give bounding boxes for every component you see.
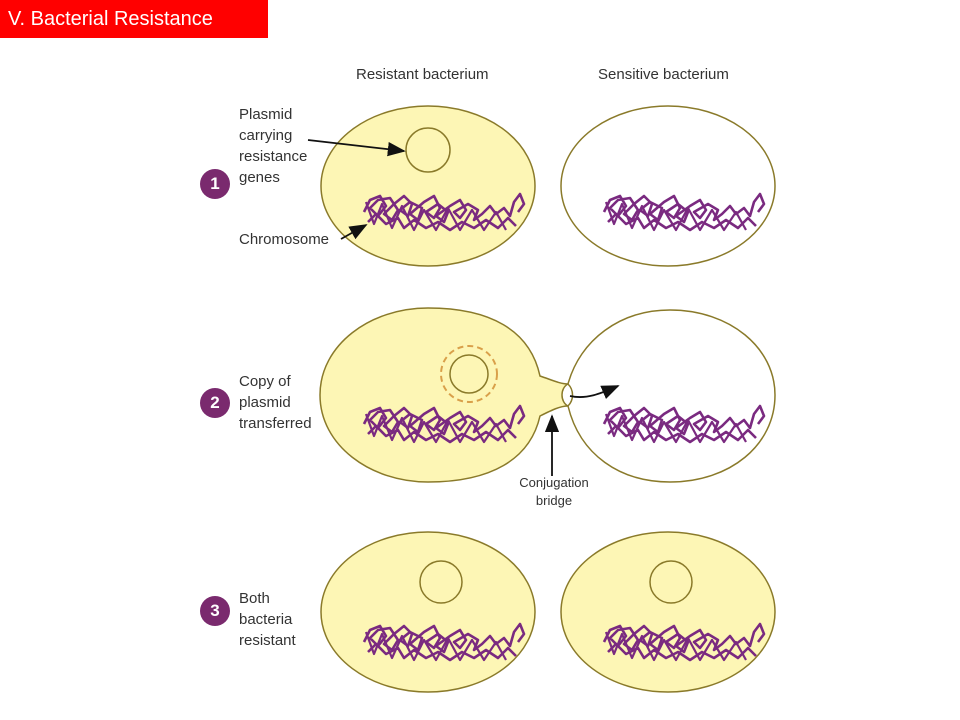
conjugation-bridge-label: Conjugation bridge (519, 475, 589, 508)
step-3-label: Both bacteria resistant (239, 590, 296, 649)
step-badge-3: 3 (200, 596, 230, 626)
sensitive-cell-step-1 (560, 105, 776, 267)
column-header-sensitive: Sensitive bacterium (598, 66, 729, 83)
step-badge-2: 2 (200, 388, 230, 418)
slide-title: V. Bacterial Resistance (0, 0, 268, 38)
step-1-label: Plasmid carrying resistance genes (239, 106, 308, 186)
plasmid-circle-step-1 (405, 127, 451, 173)
sensitive-cell-step-2 (567, 309, 776, 483)
plasmid-copy-dashed (440, 345, 498, 403)
resistant-cell-step-3 (320, 531, 536, 693)
plasmid-circle-step-2 (449, 354, 489, 394)
resistant-cell-step-2 (319, 307, 569, 483)
plasmid-circle-step-3-right (649, 560, 693, 604)
column-header-resistant: Resistant bacterium (356, 66, 489, 83)
plasmid-circle-step-3-left (419, 560, 463, 604)
sensitive-cell-step-3 (560, 531, 776, 693)
arrow-transfer (569, 385, 620, 400)
chromosome-label: Chromosome (239, 231, 330, 248)
arrow-plasmid (307, 139, 406, 157)
step-badge-1: 1 (200, 169, 230, 199)
arrow-chromosome (340, 224, 368, 240)
step-2-label: Copy of plasmid transferred (239, 373, 312, 432)
